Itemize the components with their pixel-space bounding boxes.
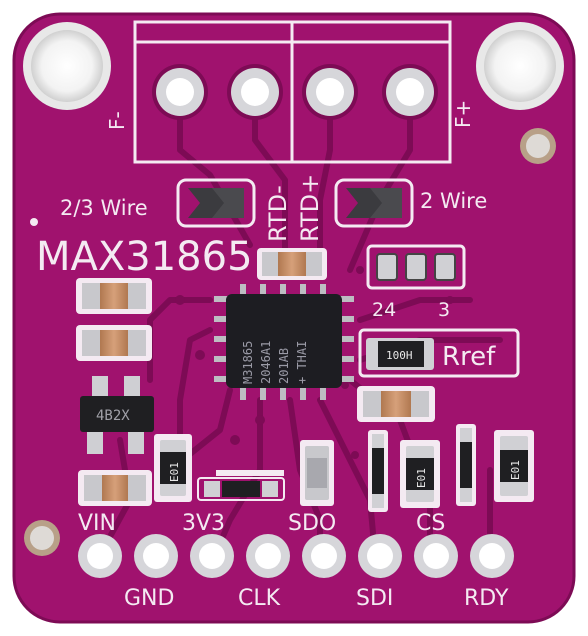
resistor-right-marking: E01 xyxy=(509,460,522,480)
label-f-plus: F+ xyxy=(451,100,475,128)
resistor-left-marking: E01 xyxy=(168,462,181,482)
jumper-left-label: 2/3 Wire xyxy=(60,196,148,220)
fiducial-bottom-left xyxy=(24,520,60,556)
chip-marking-4: + THAI xyxy=(295,341,309,384)
mounting-hole-right xyxy=(476,22,564,110)
vias xyxy=(30,218,454,459)
terminal-block-outline xyxy=(133,20,452,164)
pin-label-cs: CS xyxy=(416,511,445,536)
jumper-label-24: 24 xyxy=(372,299,396,321)
ferrite-bead xyxy=(300,440,334,506)
mounting-hole-left xyxy=(23,22,111,110)
diode-1 xyxy=(368,430,388,512)
label-rtd-plus: RTD+ xyxy=(296,174,324,242)
pin-label-gnd: GND xyxy=(124,586,174,611)
pin-label-3v3: 3V3 xyxy=(182,511,225,536)
terminal-pad-3 xyxy=(302,64,358,120)
max31865-chip xyxy=(214,284,354,400)
model-label: MAX31865 xyxy=(36,234,253,280)
rref-label: Rref xyxy=(442,342,496,372)
resistor-left xyxy=(154,434,192,502)
jumper-right-label: 2 Wire xyxy=(420,189,487,213)
resistor-center-marking: E01 xyxy=(415,468,428,488)
fiducial-top-right xyxy=(520,128,556,164)
pin-label-vin: VIN xyxy=(78,511,116,536)
terminal-pad-1 xyxy=(152,64,208,120)
capacitor-left-1 xyxy=(76,278,152,314)
capacitor-top-center xyxy=(257,248,327,280)
pin-label-sdo: SDO xyxy=(288,511,336,536)
label-f-minus: F- xyxy=(105,111,129,130)
rref-marking: 100H xyxy=(386,349,413,362)
capacitor-right xyxy=(357,386,435,422)
capacitor-left-2 xyxy=(76,325,152,361)
chip-marking-3: 201AB xyxy=(277,348,291,384)
jumper-label-3: 3 xyxy=(438,299,450,321)
resistor-center xyxy=(400,440,440,508)
chip-marking-2: 2046A1 xyxy=(259,341,273,384)
three-pad-jumper xyxy=(366,244,466,290)
capacitor-bottom-left xyxy=(78,470,152,506)
header-pin-6 xyxy=(358,534,402,578)
header-pin-8 xyxy=(470,534,514,578)
header-pin-1 xyxy=(78,534,122,578)
resistor-right xyxy=(494,430,534,502)
label-rtd-minus: RTD- xyxy=(264,185,292,242)
rref-resistor xyxy=(366,338,434,370)
pin-label-sdi: SDI xyxy=(356,586,393,611)
voltage-regulator xyxy=(80,376,154,454)
rref-box xyxy=(358,328,520,378)
diode-2 xyxy=(456,424,476,506)
terminal-pad-2 xyxy=(227,64,283,120)
solder-jumper-left xyxy=(176,178,256,228)
header-pin-2 xyxy=(134,534,178,578)
pin-label-clk: CLK xyxy=(238,586,281,611)
header-pin-5 xyxy=(302,534,346,578)
terminal-pad-4 xyxy=(382,64,438,120)
solder-jumper-right xyxy=(334,178,414,228)
header-pin-4 xyxy=(246,534,290,578)
header-pin-7 xyxy=(414,534,458,578)
diode-bottom xyxy=(197,470,285,501)
header-pin-3 xyxy=(190,534,234,578)
pin-label-rdy: RDY xyxy=(464,586,509,611)
regulator-marking: 4B2X xyxy=(96,408,130,424)
chip-marking-1: M31865 xyxy=(241,341,255,384)
